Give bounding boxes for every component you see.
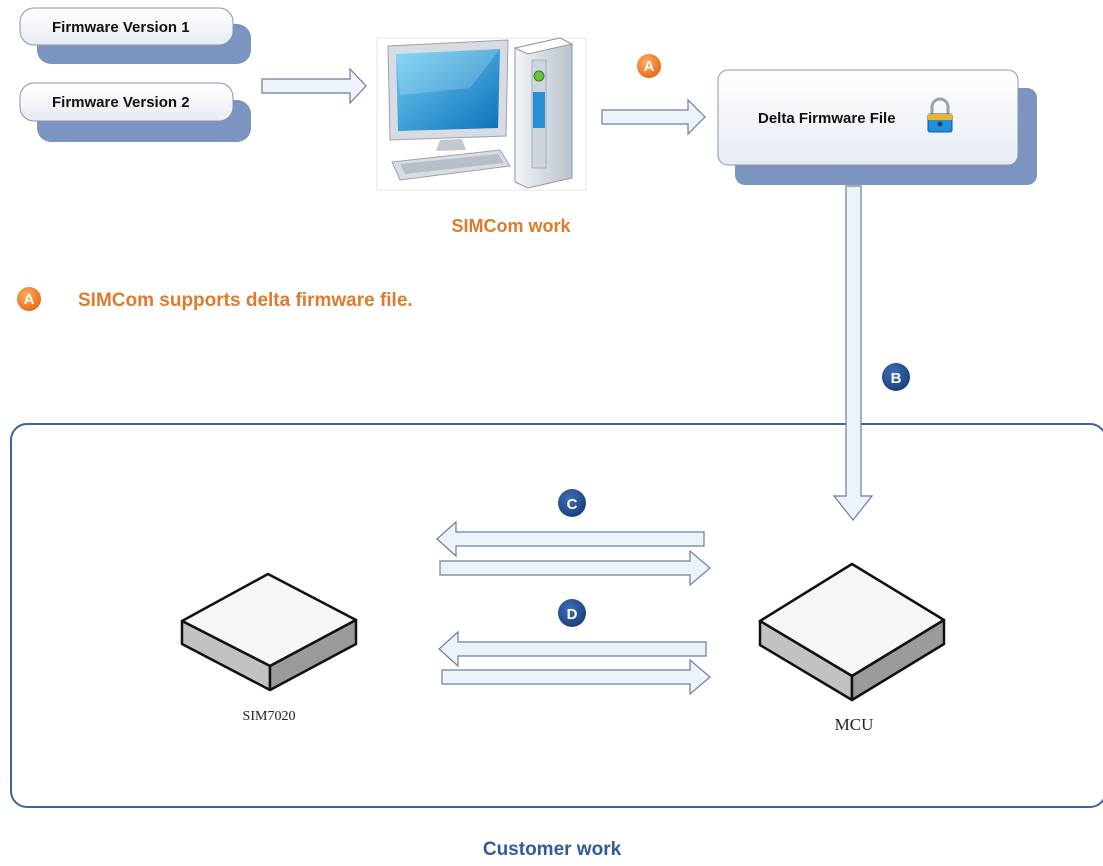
mcu-label: MCU (835, 715, 874, 734)
lock-icon (927, 97, 953, 133)
firmware-version-2-box: Firmware Version 2 (19, 82, 251, 142)
sim7020-label: SIM7020 (243, 709, 296, 724)
arrow-c-right (439, 549, 711, 587)
step-c-badge: C (558, 489, 586, 517)
step-d-letter: D (567, 606, 578, 623)
arrow-to-delta-file (601, 98, 706, 136)
delta-firmware-file-label: Delta Firmware File (758, 110, 896, 127)
delta-firmware-file-box: Delta Firmware File (717, 69, 1037, 185)
computer-icon (376, 37, 587, 191)
step-d-badge: D (558, 599, 586, 627)
arrow-to-mcu (832, 185, 874, 521)
firmware-version-1-box: Firmware Version 1 (19, 7, 251, 64)
simcom-work-label: SIMCom work (451, 216, 571, 236)
note-a-letter: A (24, 291, 35, 308)
step-a-badge: A (637, 54, 661, 78)
mcu-device-icon (758, 562, 946, 702)
step-b-badge: B (882, 363, 910, 391)
step-b-letter: B (891, 370, 902, 387)
step-c-letter: C (567, 496, 578, 513)
note-text: SIMCom supports delta firmware file. (78, 290, 413, 311)
firmware-version-2-label: Firmware Version 2 (52, 94, 190, 111)
sim7020-device-icon (180, 572, 358, 692)
arrow-c-left (436, 520, 705, 558)
arrow-to-pc (261, 67, 367, 105)
firmware-version-1-label: Firmware Version 1 (52, 19, 190, 36)
customer-work-label: Customer work (483, 839, 622, 860)
note-a-badge: A (17, 287, 41, 311)
step-a-letter: A (644, 58, 655, 75)
customer-work-frame (10, 423, 1103, 808)
arrow-d-left (438, 630, 707, 668)
arrow-d-right (441, 658, 711, 696)
